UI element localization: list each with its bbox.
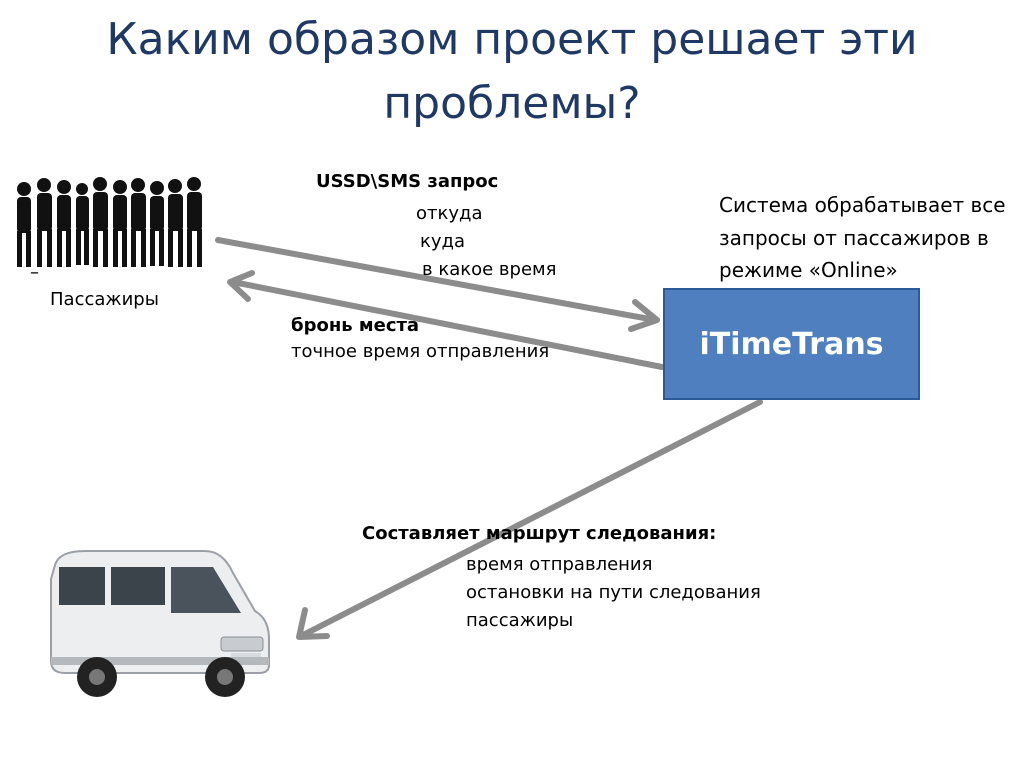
route-item-departure: время отправления (466, 551, 652, 579)
person-silhouette (57, 180, 71, 267)
route-item-passengers: пассажиры (466, 607, 573, 635)
person-silhouette (131, 178, 146, 267)
person-silhouette (187, 177, 202, 267)
person-silhouette (168, 179, 183, 267)
person-silhouette (37, 178, 52, 267)
request-item-to: куда (420, 228, 465, 256)
route-heading: Составляет маршрут следования: (362, 520, 716, 548)
request-heading: USSD\SMS запрос (316, 168, 498, 196)
passengers-label: Пассажиры (50, 286, 159, 314)
person-silhouette (150, 181, 164, 266)
dash-mark: – (30, 262, 39, 283)
person-silhouette (76, 183, 89, 265)
people-silhouettes-icon (10, 175, 215, 270)
system-note-line-2: запросы от пассажиров в (719, 224, 989, 252)
response-detail: точное время отправления (291, 338, 549, 366)
route-item-stops: остановки на пути следования (466, 579, 761, 607)
minibus-icon (45, 545, 275, 705)
person-silhouette (113, 180, 127, 267)
person-silhouette (93, 177, 108, 267)
system-name: iTimeTrans (699, 327, 883, 362)
system-box: iTimeTrans (663, 288, 920, 400)
person-silhouette (17, 182, 31, 267)
system-note-line-1: Система обрабатывает все (719, 191, 1006, 219)
minibus-body (51, 551, 269, 673)
request-item-time: в какое время (422, 256, 556, 284)
request-item-from: откуда (416, 200, 483, 228)
response-heading: бронь места (291, 312, 419, 340)
system-note-line-3: режиме «Online» (719, 256, 898, 284)
